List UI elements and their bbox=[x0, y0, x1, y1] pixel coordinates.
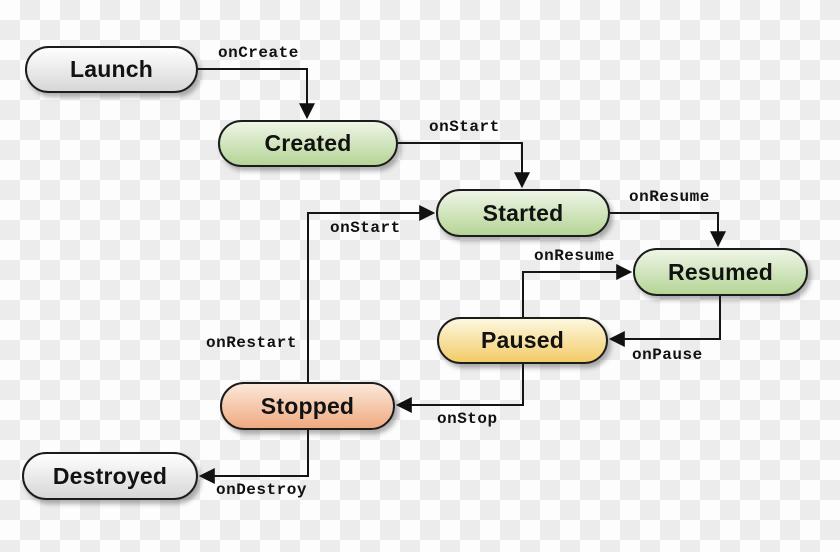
edge-label-onrestart: onRestart bbox=[206, 334, 297, 352]
edge-label-onresume-paused: onResume bbox=[534, 247, 615, 265]
state-label-stopped: Stopped bbox=[260, 392, 355, 419]
edge-onpause-line bbox=[608, 296, 721, 347]
edge-label-onpause: onPause bbox=[632, 346, 703, 364]
state-node-launch: Launch bbox=[25, 46, 198, 93]
state-node-started: Started bbox=[436, 189, 610, 237]
state-node-paused: Paused bbox=[437, 317, 608, 364]
state-label-started: Started bbox=[482, 199, 564, 226]
state-node-created: Created bbox=[218, 120, 398, 167]
edge-onrestart-line bbox=[307, 205, 436, 382]
edge-label-onstart: onStart bbox=[429, 118, 500, 136]
edge-oncreate-line bbox=[198, 68, 315, 120]
state-label-paused: Paused bbox=[480, 327, 564, 353]
state-node-resumed: Resumed bbox=[633, 248, 808, 296]
state-label-resumed: Resumed bbox=[668, 258, 773, 285]
edge-label-oncreate: onCreate bbox=[218, 44, 299, 62]
edge-label-onresume: onResume bbox=[629, 188, 710, 206]
edge-label-onstart-restart: onStart bbox=[330, 219, 401, 237]
edge-onresume-line bbox=[610, 212, 726, 248]
edge-onstart-line bbox=[398, 142, 530, 189]
state-label-launch: Launch bbox=[70, 56, 153, 82]
state-node-stopped: Stopped bbox=[220, 382, 395, 430]
state-label-destroyed: Destroyed bbox=[52, 462, 168, 489]
state-node-destroyed: Destroyed bbox=[22, 452, 198, 500]
edge-onresume2-line bbox=[522, 264, 633, 317]
edge-label-onstop: onStop bbox=[437, 410, 498, 428]
edge-onstop-line bbox=[395, 364, 524, 413]
edge-label-ondestroy: onDestroy bbox=[216, 481, 307, 499]
edge-ondestroy-line bbox=[198, 430, 309, 484]
state-label-created: Created bbox=[264, 130, 352, 156]
